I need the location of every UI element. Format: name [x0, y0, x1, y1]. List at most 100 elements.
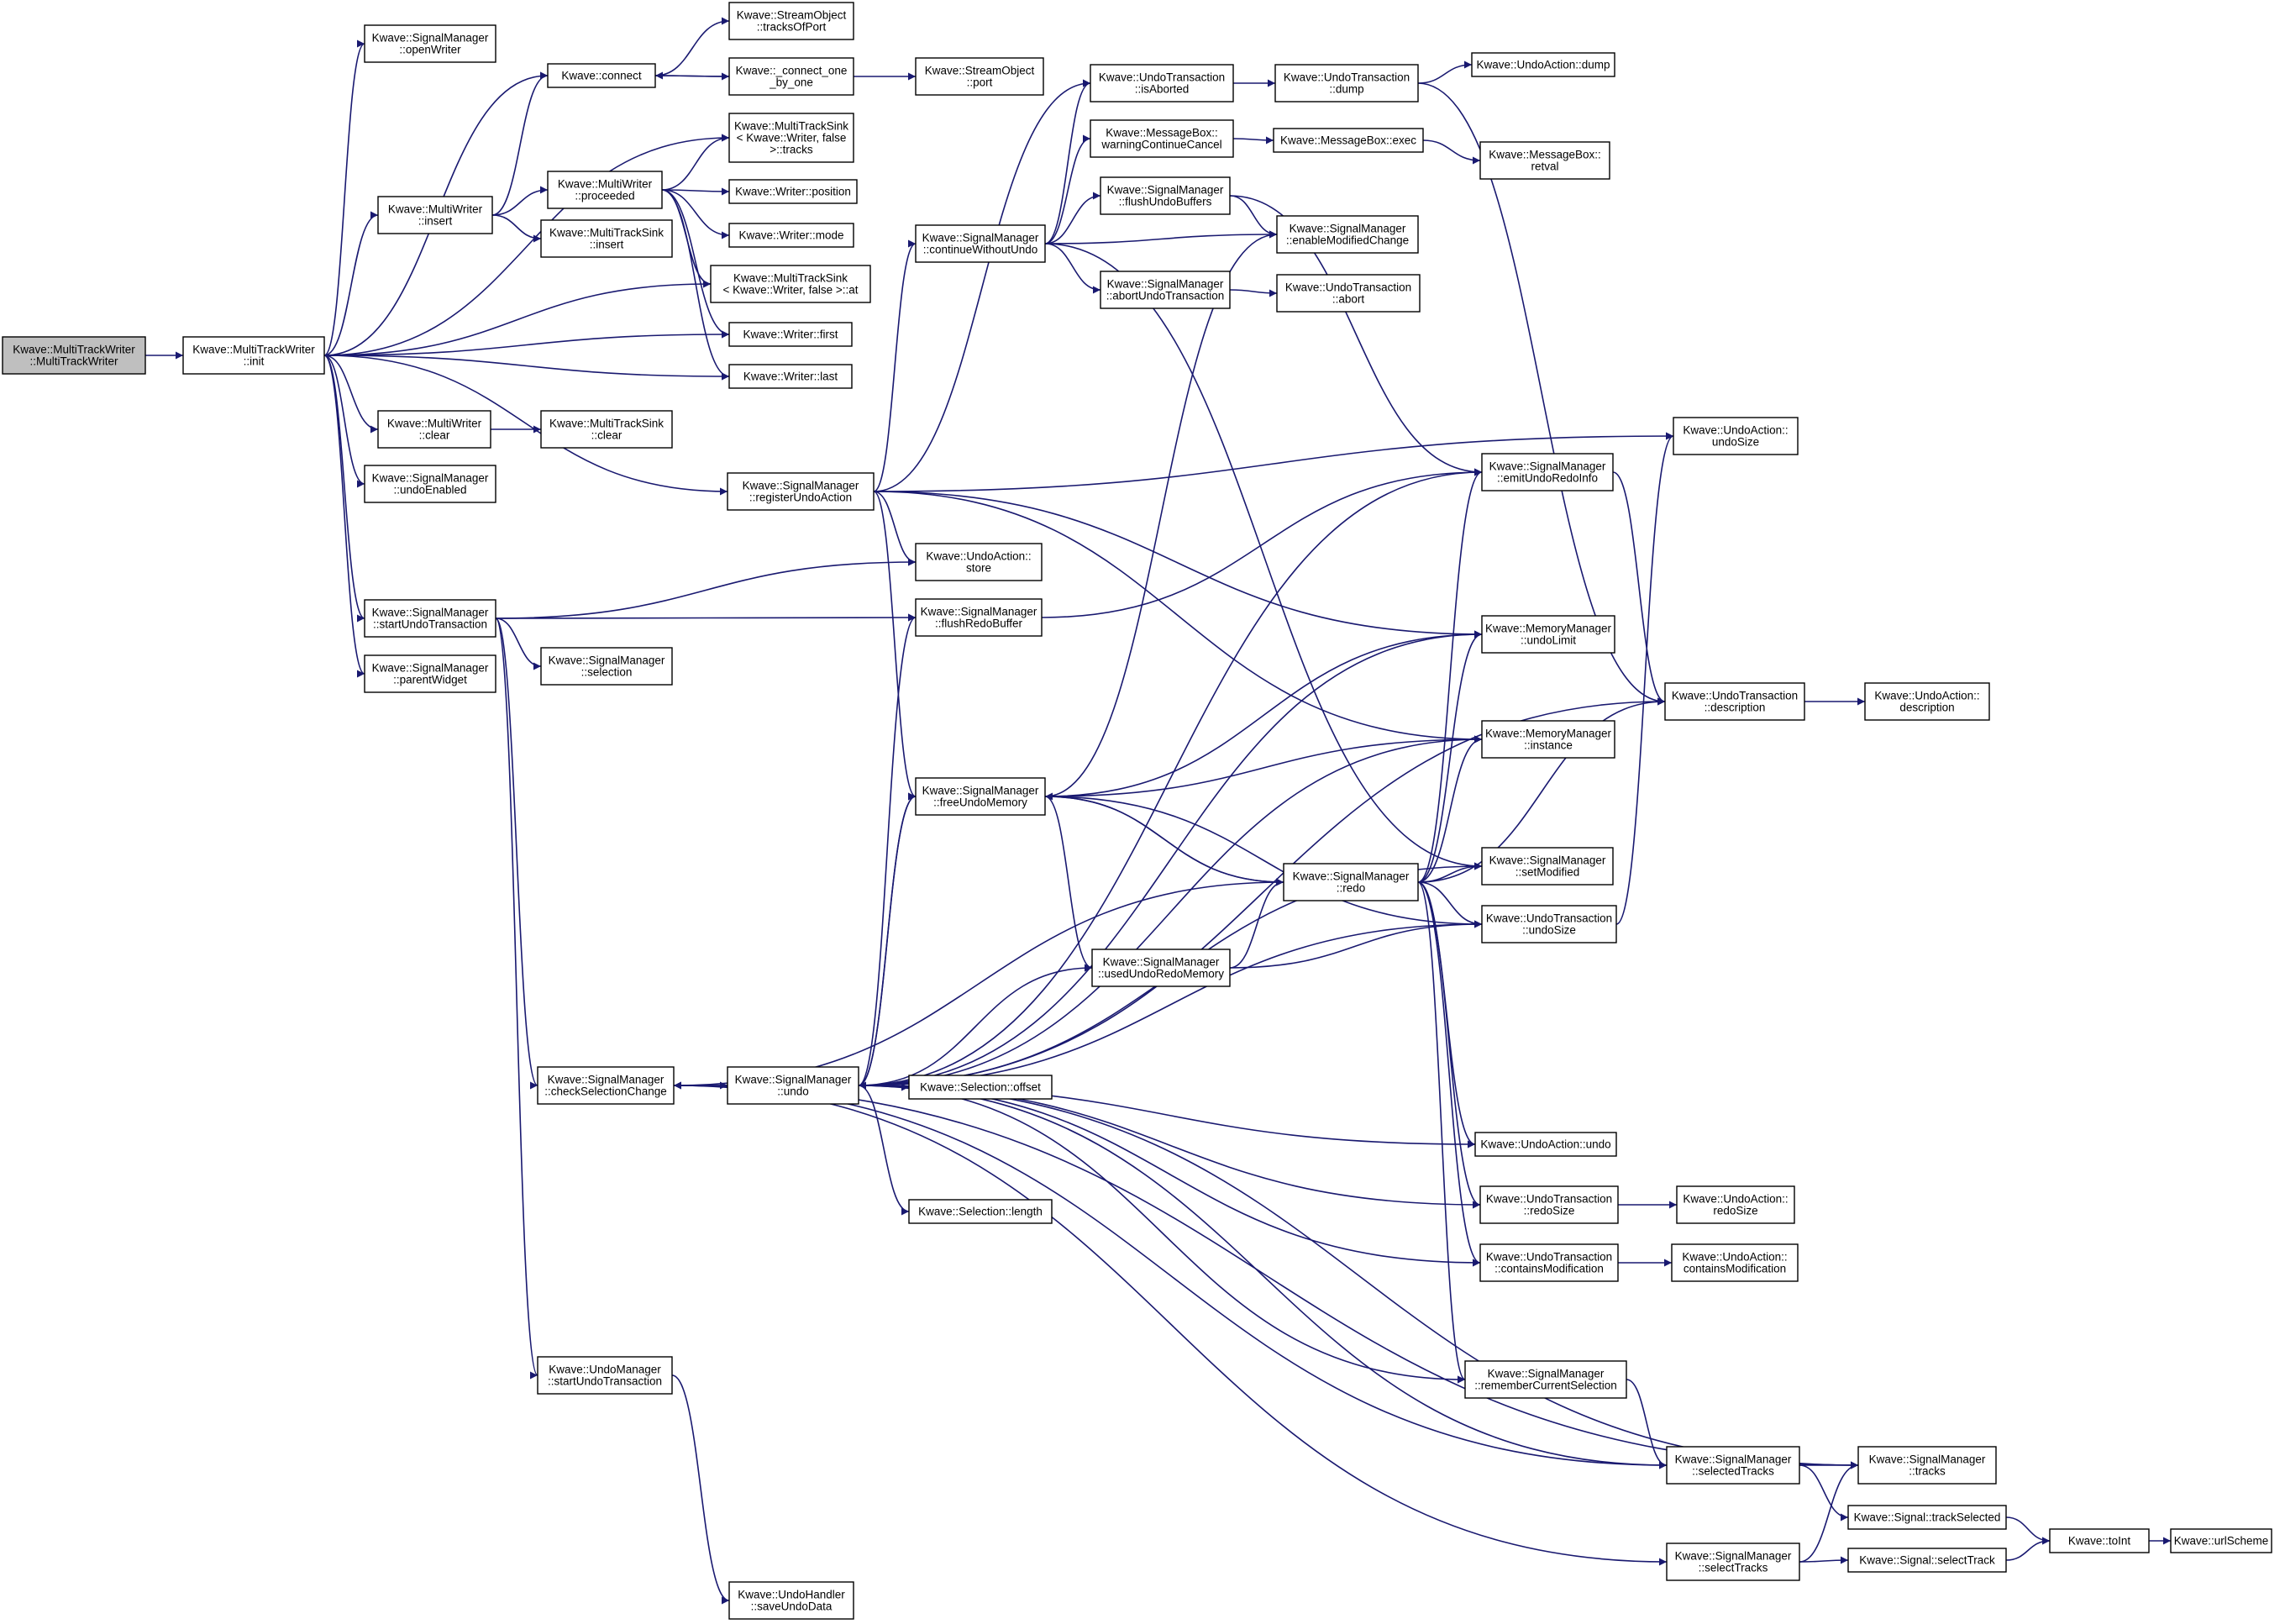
node-kwave-writer-first[interactable]: Kwave::Writer::first: [728, 322, 853, 347]
node-kwave-signalmanager-startundotransaction[interactable]: Kwave::SignalManager::startUndoTransacti…: [364, 599, 496, 638]
node-kwave-undoaction-undo[interactable]: Kwave::UndoAction::undo: [1474, 1132, 1617, 1157]
node-kwave-signalmanager-flushundobuffers[interactable]: Kwave::SignalManager::flushUndoBuffers: [1100, 176, 1231, 215]
edge-n58-to-n60: [1799, 1464, 1849, 1522]
node-kwave-streamobject-tracksofport[interactable]: Kwave::StreamObject::tracksOfPort: [728, 2, 854, 40]
node-kwave-undoaction-description[interactable]: Kwave::UndoAction::description: [1864, 682, 1990, 721]
node-kwave-undotransaction-dump[interactable]: Kwave::UndoTransaction::dump: [1274, 64, 1419, 102]
node-label: ::undo: [777, 1085, 809, 1098]
node-kwave-undotransaction-description[interactable]: Kwave::UndoTransaction::description: [1664, 682, 1805, 721]
node-kwave-memorymanager-undolimit[interactable]: Kwave::MemoryManager::undoLimit: [1481, 615, 1615, 654]
node-kwave-undotransaction-abort[interactable]: Kwave::UndoTransaction::abort: [1276, 274, 1421, 313]
node-kwave-signalmanager-flushredobuffer[interactable]: Kwave::SignalManager::flushRedoBuffer: [915, 598, 1043, 637]
node-kwave-connect-one-by-one[interactable]: Kwave::_connect_one_by_one: [728, 57, 854, 96]
node-kwave-undoaction-undosize[interactable]: Kwave::UndoAction::undoSize: [1673, 417, 1799, 455]
node-kwave-undoaction-redosize[interactable]: Kwave::UndoAction::redoSize: [1676, 1185, 1795, 1224]
node-kwave-multitrackwriter-multitrackwriter[interactable]: Kwave::MultiTrackWriter::MultiTrackWrite…: [2, 336, 146, 375]
node-label: ::tracks: [1909, 1465, 1946, 1478]
edge-n1-to-n8: [323, 211, 379, 356]
node-kwave-signalmanager-continuewithoutundo[interactable]: Kwave::SignalManager::continueWithoutUnd…: [915, 224, 1046, 263]
node-label: Kwave::toInt: [2068, 1535, 2131, 1548]
node-kwave-writer-mode[interactable]: Kwave::Writer::mode: [728, 223, 854, 248]
node-kwave-signalmanager-registerundoaction[interactable]: Kwave::SignalManager::registerUndoAction: [727, 472, 875, 511]
node-box: [915, 224, 1046, 263]
node-label: ::tracksOfPort: [757, 21, 827, 34]
edge-n26-to-n34: [1044, 230, 1278, 244]
node-kwave-signal-selecttrack[interactable]: Kwave::Signal::selectTrack: [1847, 1548, 2007, 1573]
node-kwave-undohandler-saveundodata[interactable]: Kwave::UndoHandler::saveUndoData: [728, 1581, 854, 1620]
node-kwave-undomanager-startundotransaction[interactable]: Kwave::UndoManager::startUndoTransaction: [537, 1356, 673, 1395]
node-label: warningContinueCancel: [1100, 139, 1221, 151]
node-kwave-messagebox-retval[interactable]: Kwave::MessageBox::retval: [1479, 141, 1610, 180]
edge-n35-to-n36: [1229, 289, 1278, 297]
node-label: Kwave::SignalManager: [372, 472, 489, 485]
node-kwave-toint[interactable]: Kwave::toInt: [2049, 1528, 2150, 1553]
node-kwave-selection-length[interactable]: Kwave::Selection::length: [908, 1199, 1053, 1224]
node-kwave-connect[interactable]: Kwave::connect: [547, 63, 656, 88]
node-kwave-signalmanager-setmodified[interactable]: Kwave::SignalManager::setModified: [1481, 847, 1614, 886]
edge-n28-to-n40: [1417, 82, 1666, 706]
node-box: [1090, 64, 1234, 102]
node-kwave-multitracksink-insert[interactable]: Kwave::MultiTrackSink::insert: [540, 219, 673, 258]
node-kwave-signalmanager-usedundoredomemory[interactable]: Kwave::SignalManager::usedUndoRedoMemory: [1091, 949, 1231, 987]
edge-n19-to-n42: [873, 491, 1483, 744]
node-kwave-undotransaction-redosize[interactable]: Kwave::UndoTransaction::redoSize: [1479, 1185, 1619, 1224]
node-label: ::selectTracks: [1699, 1562, 1768, 1574]
node-kwave-multitracksink-kwave-writer-false-tracks[interactable]: Kwave::MultiTrackSink< Kwave::Writer, fa…: [728, 113, 854, 163]
node-kwave-signalmanager-selecttracks[interactable]: Kwave::SignalManager::selectTracks: [1666, 1543, 1800, 1581]
edge-n57-to-n58: [1626, 1379, 1668, 1469]
node-kwave-selection-offset[interactable]: Kwave::Selection::offset: [908, 1075, 1053, 1100]
edge-n43-to-n25: [1044, 792, 1284, 883]
node-kwave-signalmanager-abortundotransaction[interactable]: Kwave::SignalManager::abortUndoTransacti…: [1100, 271, 1231, 309]
node-kwave-signalmanager-redo[interactable]: Kwave::SignalManager::redo: [1283, 863, 1419, 901]
node-box: [2, 336, 146, 375]
node-kwave-urlscheme[interactable]: Kwave::urlScheme: [2170, 1528, 2272, 1553]
node-kwave-undotransaction-containsmodification[interactable]: Kwave::UndoTransaction::containsModifica…: [1479, 1243, 1619, 1282]
node-kwave-signalmanager-parentwidget[interactable]: Kwave::SignalManager::parentWidget: [364, 654, 496, 693]
node-kwave-streamobject-port[interactable]: Kwave::StreamObject::port: [915, 57, 1044, 96]
node-kwave-signalmanager-freeundomemory[interactable]: Kwave::SignalManager::freeUndoMemory: [915, 777, 1046, 816]
node-kwave-signalmanager-selectedtracks[interactable]: Kwave::SignalManager::selectedTracks: [1666, 1446, 1800, 1485]
node-box: [2049, 1528, 2150, 1553]
node-kwave-signalmanager-undoenabled[interactable]: Kwave::SignalManager::undoEnabled: [364, 465, 496, 503]
node-kwave-signalmanager-emitundoredoinfo[interactable]: Kwave::SignalManager::emitUndoRedoInfo: [1481, 453, 1614, 491]
node-kwave-multiwriter-insert[interactable]: Kwave::MultiWriter::insert: [377, 196, 493, 234]
edge-n56-to-n65: [671, 1374, 730, 1605]
node-kwave-multitracksink-clear[interactable]: Kwave::MultiTrackSink::clear: [540, 410, 673, 449]
node-label: description: [1899, 702, 1954, 714]
node-kwave-signalmanager-selection[interactable]: Kwave::SignalManager::selection: [540, 647, 673, 686]
node-kwave-writer-last[interactable]: Kwave::Writer::last: [728, 364, 853, 389]
node-kwave-signalmanager-tracks[interactable]: Kwave::SignalManager::tracks: [1857, 1446, 1997, 1485]
node-label: ::selection: [581, 666, 633, 679]
node-kwave-writer-position[interactable]: Kwave::Writer::position: [728, 179, 858, 204]
node-kwave-multiwriter-proceeded[interactable]: Kwave::MultiWriter::proceeded: [547, 171, 663, 209]
node-kwave-messagebox-exec[interactable]: Kwave::MessageBox::exec: [1273, 128, 1424, 153]
node-box: [710, 265, 871, 303]
node-box: [915, 598, 1043, 637]
node-kwave-signalmanager-openwriter[interactable]: Kwave::SignalManager::openWriter: [364, 24, 496, 63]
node-label: Kwave::SignalManager: [1293, 870, 1410, 883]
node-label: ::abortUndoTransaction: [1106, 290, 1225, 302]
node-kwave-multitrackwriter-init[interactable]: Kwave::MultiTrackWriter::init: [182, 336, 325, 375]
node-kwave-multitracksink-kwave-writer-false-at[interactable]: Kwave::MultiTrackSink< Kwave::Writer, fa…: [710, 265, 871, 303]
edge-n31-to-n32: [1422, 139, 1481, 165]
node-label: ::startUndoTransaction: [373, 618, 487, 631]
node-kwave-signalmanager-enablemodifiedchange[interactable]: Kwave::SignalManager::enableModifiedChan…: [1276, 215, 1419, 254]
node-kwave-undoaction-store[interactable]: Kwave::UndoAction::store: [915, 543, 1043, 581]
node-kwave-undoaction-containsmodification[interactable]: Kwave::UndoAction::containsModification: [1671, 1243, 1799, 1282]
node-label: Kwave::SignalManager: [372, 32, 489, 45]
node-label: Kwave::UndoAction::: [1683, 424, 1788, 437]
node-kwave-undoaction-dump[interactable]: Kwave::UndoAction::dump: [1471, 52, 1615, 77]
edge-n8-to-n12: [491, 214, 542, 243]
node-kwave-signalmanager-checkselectionchange[interactable]: Kwave::SignalManager::checkSelectionChan…: [537, 1066, 675, 1105]
node-kwave-signalmanager-remembercurrentselection[interactable]: Kwave::SignalManager::rememberCurrentSel…: [1464, 1360, 1627, 1399]
node-kwave-multiwriter-clear[interactable]: Kwave::MultiWriter::clear: [377, 410, 491, 449]
node-kwave-undotransaction-undosize[interactable]: Kwave::UndoTransaction::undoSize: [1481, 905, 1617, 943]
node-kwave-signal-trackselected[interactable]: Kwave::Signal::trackSelected: [1847, 1505, 2007, 1530]
edge-n19-to-n27: [873, 79, 1091, 492]
node-kwave-undotransaction-isaborted[interactable]: Kwave::UndoTransaction::isAborted: [1090, 64, 1234, 102]
node-kwave-messagebox-warningcontinuecancel[interactable]: Kwave::MessageBox::warningContinueCancel: [1090, 119, 1234, 158]
node-kwave-memorymanager-instance[interactable]: Kwave::MemoryManager::instance: [1481, 720, 1615, 759]
node-kwave-signalmanager-undo[interactable]: Kwave::SignalManager::undo: [727, 1066, 859, 1105]
edge-n1-to-n7: [323, 134, 730, 356]
